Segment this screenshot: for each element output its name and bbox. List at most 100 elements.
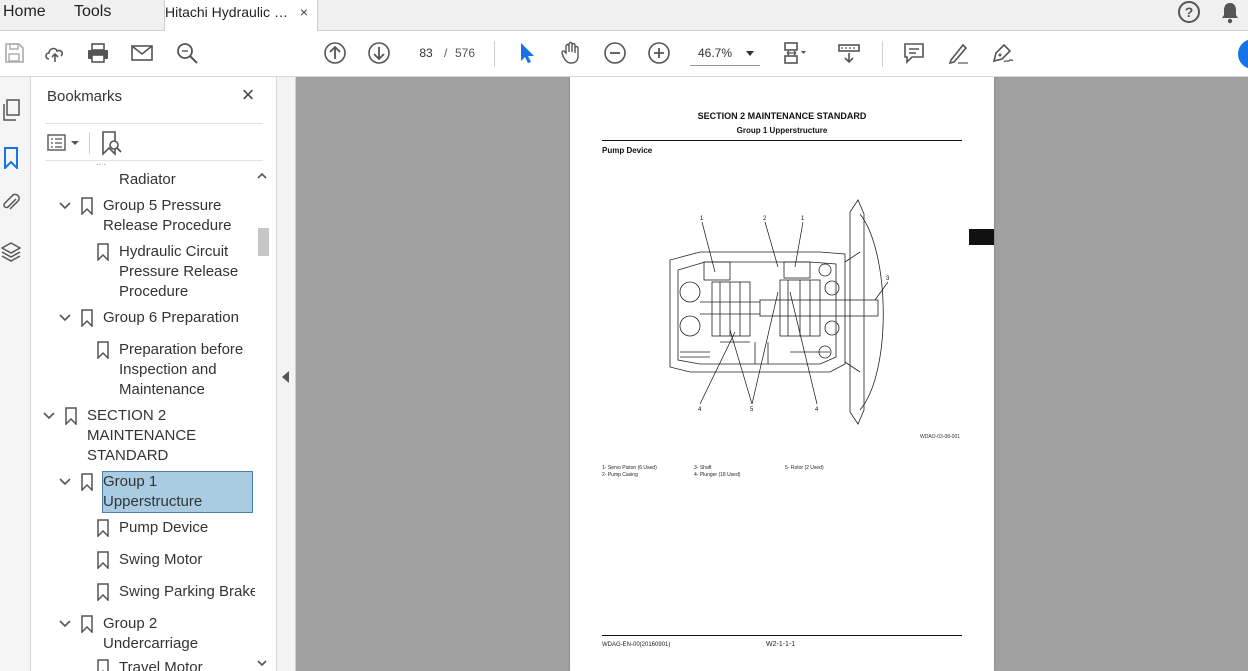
tab-document-title: Hitachi Hydraulic Ex... [165, 4, 293, 20]
tab-tools[interactable]: Tools [74, 3, 112, 20]
scroll-down-icon[interactable] [257, 659, 267, 667]
help-icon[interactable]: ? [1178, 1, 1200, 23]
bookmark-item-preparation-before[interactable]: Preparation before Inspection and Mainte… [119, 340, 243, 400]
print-icon[interactable] [84, 39, 112, 67]
bookmark-icon [97, 583, 109, 601]
chevron-down-icon[interactable] [58, 475, 72, 489]
scrollbar-thumb[interactable] [258, 228, 269, 256]
select-cursor-icon[interactable] [513, 39, 541, 67]
bookmark-icon [97, 659, 109, 671]
document-viewer[interactable]: SECTION 2 MAINTENANCE STANDARD Group 1 U… [296, 77, 1248, 671]
save-icon[interactable] [0, 39, 28, 67]
upload-cloud-icon[interactable] [41, 39, 69, 67]
bookmark-options-icon[interactable] [47, 133, 83, 153]
bookmark-icon [81, 615, 93, 633]
legend-item: 5- Rotor (2 Used) [785, 465, 824, 471]
chevron-down-icon[interactable] [58, 199, 72, 213]
section-title: Pump Device [602, 146, 653, 155]
bookmark-icon [97, 551, 109, 569]
bookmark-label: Hydraulic Circuit Pressure Release Proce… [119, 243, 239, 300]
share-button[interactable] [1238, 39, 1248, 69]
fit-page-icon[interactable] [780, 39, 808, 67]
tab-close-icon[interactable]: × [299, 4, 308, 20]
callout-label: 4 [698, 407, 702, 413]
bookmarks-panel-icon[interactable] [0, 145, 22, 171]
bookmark-label: Preparation before Inspection and Mainte… [119, 341, 244, 398]
comment-icon[interactable] [900, 39, 928, 67]
toolbar-divider [494, 41, 495, 67]
page-subheading: Group 1 Upperstructure [736, 126, 828, 135]
bookmark-item-group5-pressure-release[interactable]: Group 5 Pressure Release Procedure [103, 196, 231, 236]
email-icon[interactable] [128, 39, 156, 67]
hand-tool-icon[interactable] [557, 39, 585, 67]
sign-pen-icon[interactable] [988, 39, 1016, 67]
notification-bell-icon[interactable] [1220, 2, 1240, 24]
bookmarks-toolbar [45, 123, 263, 161]
search-icon[interactable] [173, 39, 201, 67]
page-thumbnails-icon[interactable] [0, 97, 22, 123]
find-bookmark-icon[interactable] [100, 130, 124, 156]
bookmark-label: Group 1 Upperstructure [103, 473, 203, 510]
bookmark-item-travel-motor[interactable]: Travel Motor [119, 658, 203, 671]
bookmark-icon [97, 243, 109, 261]
tab-home[interactable]: Home [3, 3, 46, 20]
header-rule [602, 140, 962, 141]
zoom-in-icon[interactable] [645, 39, 673, 67]
bookmark-icon [81, 309, 93, 327]
toolbar-divider [882, 41, 883, 67]
bookmark-item-swing-motor[interactable]: Swing Motor [119, 550, 202, 570]
bookmark-label: Group 5 Pressure Release Procedure [103, 197, 232, 234]
bookmark-label: Travel Motor [119, 659, 203, 671]
page-edge-tab [969, 229, 994, 245]
next-page-icon[interactable] [365, 39, 393, 67]
page-number-input[interactable]: 83 [419, 46, 433, 60]
page-separator: / [444, 46, 448, 60]
bookmark-tree: ·· · Radiator Group 5 Pressure Release P… [31, 162, 255, 671]
bookmark-item-section2[interactable]: SECTION 2 MAINTENANCE STANDARD [87, 406, 196, 466]
pump-device-diagram: 1 2 1 3 4 5 4 [669, 199, 890, 425]
callout-label: 3 [886, 276, 890, 282]
legend-item: 4- Plunger (18 Used) [694, 472, 741, 478]
bookmark-item-radiator[interactable]: Radiator [119, 170, 176, 190]
bookmark-icon [65, 407, 77, 425]
zoom-level-dropdown[interactable]: 46.7% [690, 42, 760, 66]
bookmark-icon [81, 197, 93, 215]
scroll-up-icon[interactable] [257, 172, 267, 180]
callout-label: 1 [801, 216, 805, 222]
panel-splitter[interactable] [277, 77, 296, 671]
bookmark-label: Swing Motor [119, 551, 203, 568]
bookmark-item-group2-undercarriage[interactable]: Group 2 Undercarriage [103, 614, 198, 654]
close-panel-icon[interactable]: × [241, 82, 255, 107]
chevron-down-icon[interactable] [58, 311, 72, 325]
previous-page-icon[interactable] [321, 39, 349, 67]
legend-item: 1- Servo Piston (6 Used) [602, 465, 657, 471]
highlight-pen-icon[interactable] [944, 39, 972, 67]
chevron-down-icon[interactable] [42, 409, 56, 423]
tab-bar: Home Tools Hitachi Hydraulic Ex... × ? [0, 0, 1248, 31]
bookmark-label: SECTION 2 MAINTENANCE STANDARD [87, 407, 197, 464]
toolbar-divider [89, 132, 90, 154]
chevron-down-icon [746, 51, 754, 56]
bookmark-item-pump-device[interactable]: Pump Device [119, 518, 208, 538]
zoom-out-icon[interactable] [601, 39, 629, 67]
bookmark-item-hydraulic-circuit[interactable]: Hydraulic Circuit Pressure Release Proce… [119, 242, 238, 302]
layers-icon[interactable] [0, 239, 22, 265]
attachments-icon[interactable] [0, 190, 22, 216]
callout-label: 5 [750, 407, 754, 413]
chevron-down-icon[interactable] [58, 617, 72, 631]
bookmark-icon [81, 473, 93, 491]
bookmark-item-group6-preparation[interactable]: Group 6 Preparation [103, 308, 239, 328]
bookmarks-scrollbar[interactable] [255, 162, 269, 671]
tab-document[interactable]: Hitachi Hydraulic Ex... × [164, 0, 318, 31]
scroll-mode-icon[interactable] [835, 39, 863, 67]
page-heading: SECTION 2 MAINTENANCE STANDARD [697, 111, 867, 121]
legend-item: 2- Pump Casing [602, 472, 638, 478]
navigation-rail [0, 77, 31, 671]
legend-item: 3- Shaft [694, 465, 712, 471]
bookmark-icon [97, 519, 109, 537]
bookmark-label: Swing Parking Brake [119, 583, 255, 600]
truncated-row-fragment: ·· · [96, 162, 107, 169]
bookmark-item-group1-upperstructure[interactable]: Group 1 Upperstructure [102, 471, 253, 513]
bookmark-item-swing-parking-brake[interactable]: Swing Parking Brake [119, 582, 255, 602]
collapse-panel-icon[interactable] [282, 371, 289, 383]
